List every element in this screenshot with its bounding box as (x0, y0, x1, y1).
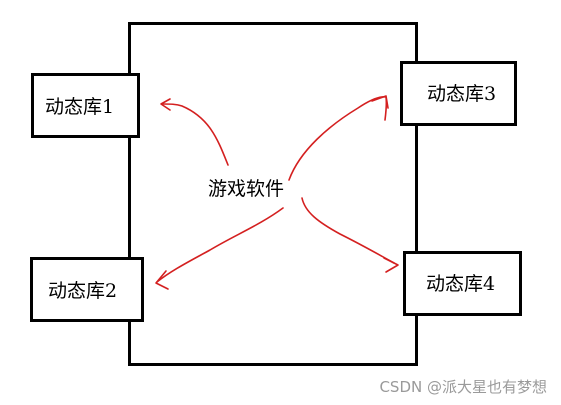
arrow-to-library-1 (162, 103, 229, 166)
dynamic-library-1-box: 动态库1 (31, 73, 140, 138)
game-software-box (128, 22, 418, 366)
dynamic-library-2-label: 动态库2 (48, 280, 118, 302)
arrow-to-library-3 (288, 96, 388, 181)
game-software-label: 游戏软件 (208, 178, 285, 200)
dynamic-library-3-box: 动态库3 (400, 61, 517, 126)
arrow-to-library-2-head (155, 270, 169, 290)
dynamic-library-4-label: 动态库4 (426, 273, 496, 295)
arrow-to-library-2 (156, 207, 284, 283)
arrow-to-library-1-head (160, 98, 171, 111)
arrow-to-library-4-head (383, 257, 399, 273)
dynamic-library-2-box: 动态库2 (30, 257, 144, 322)
arrow-to-library-4 (301, 197, 395, 264)
dynamic-library-1-label: 动态库1 (45, 96, 115, 118)
dynamic-library-3-label: 动态库3 (427, 83, 497, 105)
dynamic-library-4-box: 动态库4 (403, 251, 522, 316)
arrow-to-library-3-head (371, 95, 389, 109)
watermark: CSDN @派大星也有梦想 (379, 378, 547, 396)
